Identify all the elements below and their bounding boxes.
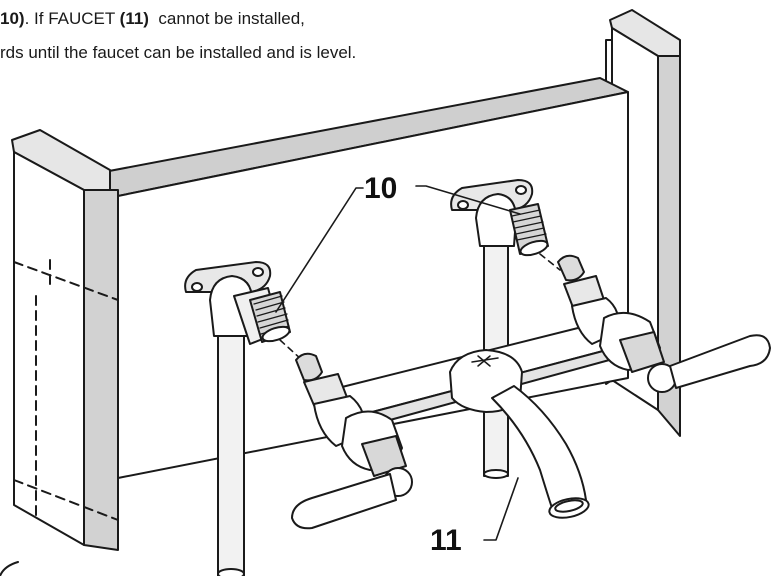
leader-lines	[275, 185, 521, 541]
left-supply-pipe	[217, 335, 245, 576]
instruction-line-1: 10). If FAUCET (11) cannot be installed,	[0, 2, 305, 36]
ref-part-10: 10)	[0, 9, 25, 28]
left-wall-stud	[11, 129, 119, 551]
instruction-line-2: rds until the faucet can be installed an…	[0, 43, 357, 62]
faucet-spout	[449, 349, 590, 519]
callout-label-10: 10	[364, 172, 398, 205]
instruction-text-b: cannot be installed,	[148, 9, 305, 28]
right-valve	[557, 254, 771, 393]
callout-label-11: 11	[430, 524, 462, 557]
instruction-text-a: . If FAUCET	[24, 9, 120, 28]
left-valve	[291, 352, 413, 530]
ref-part-11: (11)	[119, 9, 149, 28]
bottom-edge-detail	[0, 561, 19, 576]
right-threaded-nipple	[509, 203, 549, 257]
